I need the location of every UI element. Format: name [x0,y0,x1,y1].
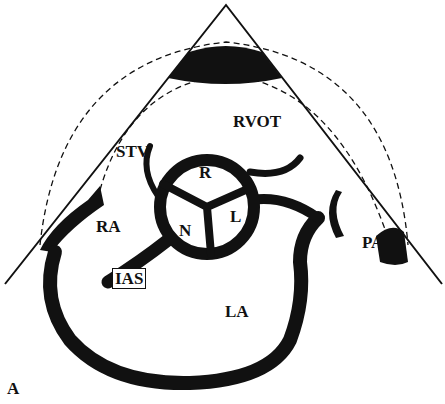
pa-wall [329,190,344,238]
structure-label: STV [116,143,149,160]
aortic-root-wall [252,199,318,218]
leaflet-label: R [199,164,211,181]
panel-letter: A [7,380,19,397]
structure-label: IAS [112,268,146,289]
rvot-wall [250,158,300,173]
chamber-label: LA [225,303,249,320]
leaflet-label: L [230,208,241,225]
ra-wall [40,186,104,252]
near-field-band [168,46,282,84]
sector-edge [5,5,442,284]
aortic-valve-ring [160,160,254,254]
chamber-label: RA [96,218,121,235]
valve-commissure [163,184,250,254]
vessel-label: PA [362,234,383,251]
leaflet-label: N [179,222,191,239]
structure-label: RVOT [233,113,281,130]
